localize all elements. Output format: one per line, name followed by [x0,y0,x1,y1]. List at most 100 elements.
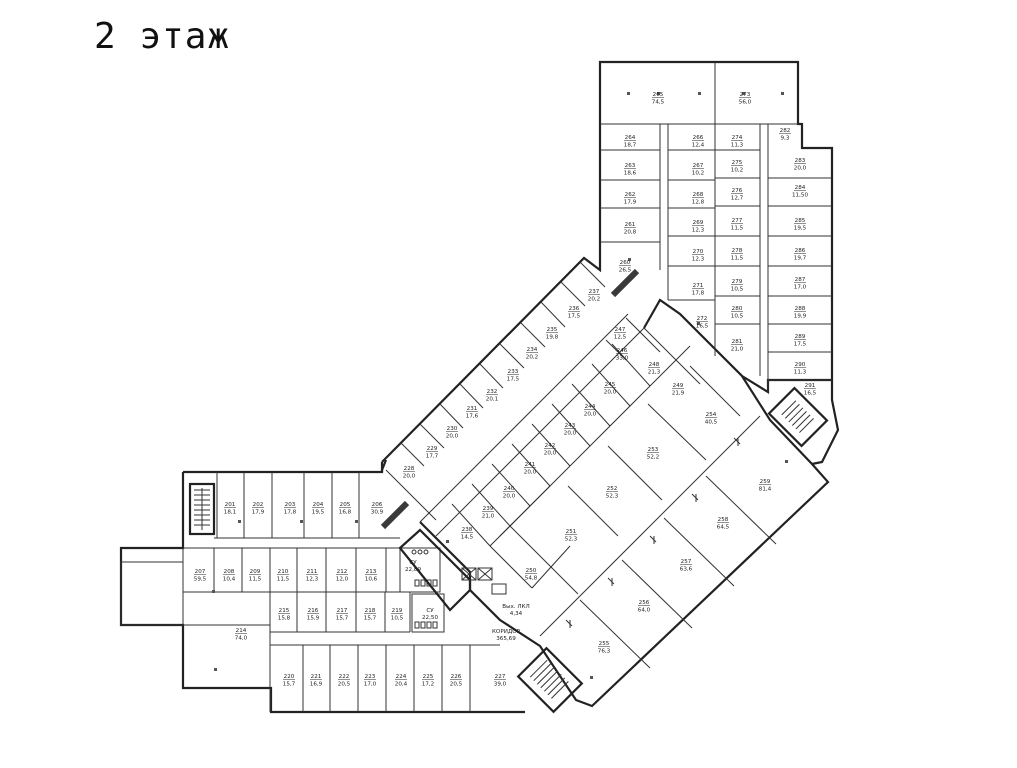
room-area: 21,0 [731,347,744,353]
room-279: 279 10,5 [731,279,744,293]
room-area: 15,7 [336,616,349,622]
room-area: 59,5 [194,577,207,583]
room-area: 17,5 [568,314,581,320]
room-number: 262 [625,192,636,198]
room-area: 10,6 [365,577,378,583]
room-number: 209 [250,569,261,575]
room-number: 257 [681,559,692,565]
room-area: 64,5 [717,525,730,531]
room-number: 237 [589,289,600,295]
room-number: 291 [805,383,816,389]
room-area: 20,1 [486,397,499,403]
room-number: 274 [732,135,743,141]
room-number: 272 [697,316,708,322]
room-area: 17,7 [426,454,439,460]
room-number: 269 [693,220,704,226]
room-number: 238 [462,527,473,533]
room-244: 244 20,0 [584,404,597,418]
room-number: 233 [508,369,519,375]
room-number: 258 [718,517,729,523]
room-254: 254 40,5 [705,412,718,426]
room-area: 16,8 [339,510,352,516]
room-area: 10,2 [731,168,743,174]
west-wing [119,459,525,714]
room-number: 221 [311,674,322,680]
room-area: 12,7 [731,196,744,202]
room-labels: 20118,120217,920317,820419,520516,820630… [194,92,817,688]
stair-west [188,482,216,536]
room-253: 253 52,2 [647,447,659,461]
room-number: 225 [423,674,434,680]
room-area: 40,5 [705,420,718,426]
room-area: 19,7 [794,256,807,262]
room-area: 15,8 [278,616,291,622]
room-number: 250 [526,568,537,574]
room-number: 263 [625,163,636,169]
room-area: 15,7 [364,616,377,622]
room-area: 52,2 [647,455,659,461]
room-number: 234 [527,347,538,353]
room-area: 56,0 [739,100,752,106]
room-number: 228 [404,466,415,472]
room-area: 63,6 [680,567,693,573]
room-area: 17,8 [284,510,297,516]
room-number: 224 [396,674,407,680]
room-area: 10,5 [731,287,744,293]
room-number: 290 [795,362,806,368]
room-area: 20,0 [524,470,537,476]
room-number: 243 [565,423,576,429]
room-number: 231 [467,406,478,412]
room-area: 11,3 [794,370,807,376]
room-number: 283 [795,158,806,164]
room-number: 226 [451,674,462,680]
room-area: 54,8 [525,576,538,582]
room-area: 17,9 [252,510,265,516]
room-area: 11,5 [277,577,290,583]
room-number: 253 [648,447,659,453]
room-area: 21,9 [672,391,685,397]
room-number: 229 [427,446,438,452]
room-area: 30,9 [371,510,384,516]
room-area: 12,0 [336,577,349,583]
room-area: 21,3 [648,370,661,376]
room-258: 258 64,5 [717,517,730,531]
room-number: 240 [504,486,515,492]
room-number: 254 [706,412,717,418]
room-number: 218 [365,608,376,614]
room-area: 20,0 [584,412,597,418]
room-number: 268 [693,192,704,198]
room-area: 20,0 [794,166,807,172]
room-218: 218 15,7 [364,608,377,622]
room-209: 209 11,5 [249,569,262,583]
room-number: 251 [566,529,577,535]
room-number: 244 [585,404,596,410]
room-area: 17,0 [364,682,377,688]
room-area: 21,0 [482,514,495,520]
room-number: 230 [447,426,458,432]
room-area: 33,0 [616,356,629,362]
room-number: 279 [732,279,743,285]
room-area: 11,5 [249,577,262,583]
sanitary-1-area: 22,89 [405,567,421,573]
room-283: 283 20,0 [794,158,807,172]
